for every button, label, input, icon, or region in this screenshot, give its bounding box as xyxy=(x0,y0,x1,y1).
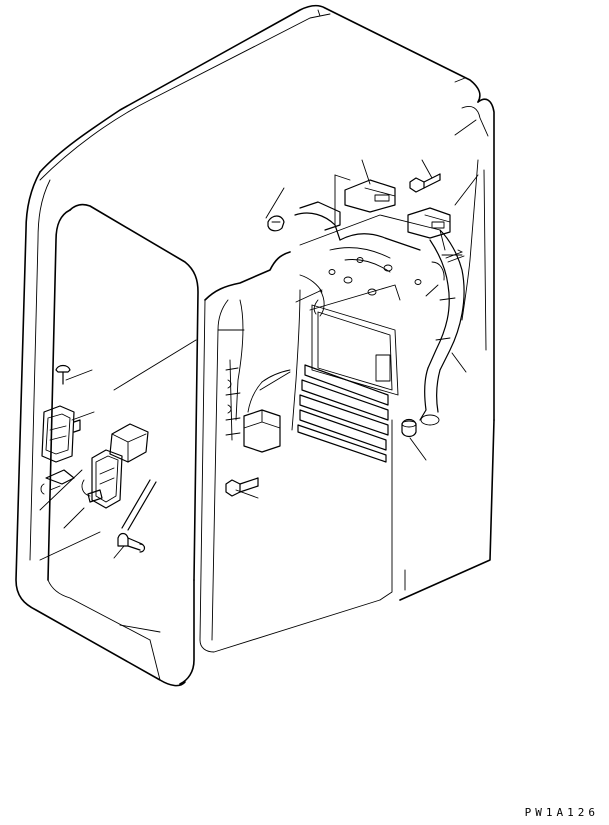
rod-left xyxy=(121,479,157,531)
panel-hole-6 xyxy=(414,279,422,285)
leader-lines xyxy=(39,159,479,561)
rear-window xyxy=(311,304,399,396)
rear-louver-1 xyxy=(304,364,389,406)
panel-hole-3 xyxy=(343,276,353,284)
cover-block xyxy=(109,423,149,463)
rear-panel xyxy=(291,174,446,463)
screw-left xyxy=(55,364,71,385)
rear-louver-2 xyxy=(301,379,389,421)
interior-box xyxy=(243,409,281,453)
panel-hole-1 xyxy=(367,288,377,296)
air-duct-hose xyxy=(419,229,465,426)
panel-hole-5 xyxy=(328,269,336,275)
bolt-left-lower xyxy=(117,532,146,553)
rear-louver-4 xyxy=(299,409,387,451)
cab-frame xyxy=(15,4,495,687)
rear-vent-2 xyxy=(407,207,451,239)
rear-louver-3 xyxy=(299,394,389,436)
panel-hole-2 xyxy=(383,264,393,272)
cable-center xyxy=(247,274,325,413)
wire-harness-left xyxy=(225,299,244,441)
rear-vent-1 xyxy=(344,179,396,213)
lamp-housing-left xyxy=(41,405,81,463)
direction-arrows xyxy=(445,249,465,263)
drawing-code: PW1A126 xyxy=(524,806,599,819)
rear-louver-5 xyxy=(297,424,387,463)
upper-duct xyxy=(294,201,421,273)
clip-upper xyxy=(267,215,285,232)
switch-panel xyxy=(81,449,123,509)
bolt-lower xyxy=(225,477,259,497)
grommet-right xyxy=(401,418,417,438)
bolt-top xyxy=(409,173,441,193)
rear-window-bracket xyxy=(375,354,391,382)
